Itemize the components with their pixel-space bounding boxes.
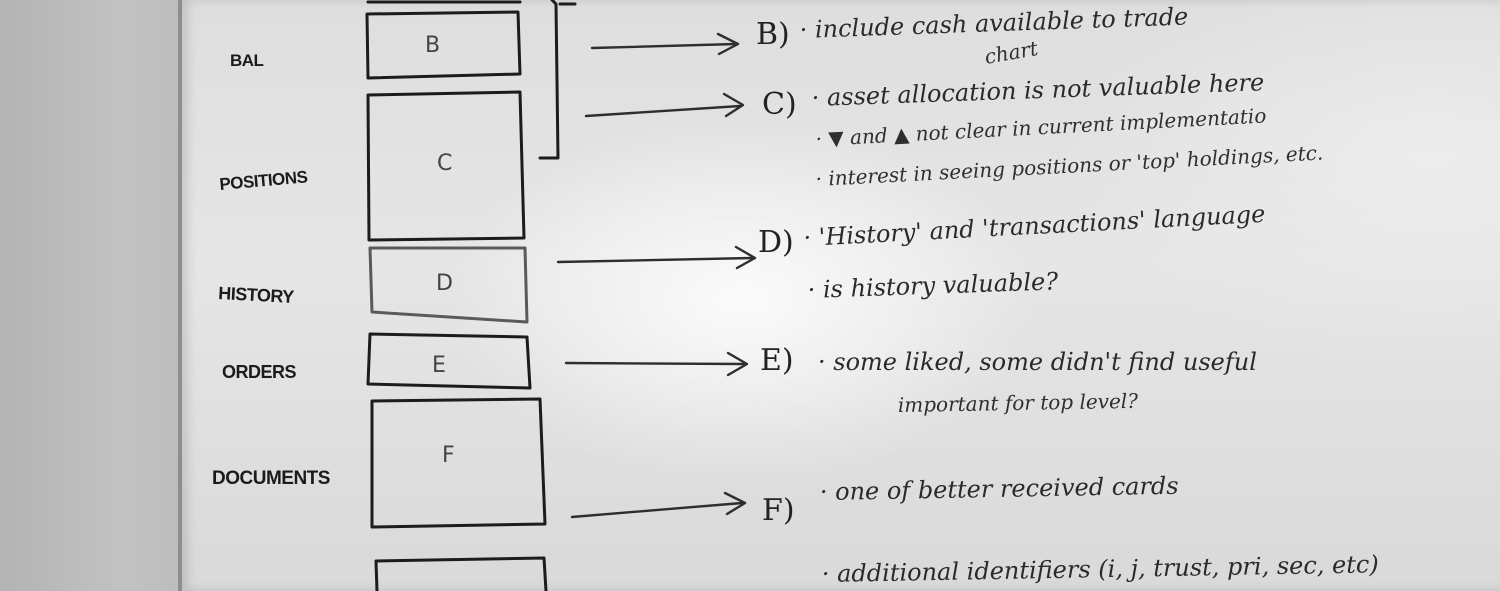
bracket [538, 0, 560, 160]
note-c-line-3: · interest in seeing positions or 'top' … [815, 140, 1324, 191]
note-d-line-1: · 'History' and 'transactions' language [803, 200, 1266, 252]
note-b-marker: B) [756, 17, 790, 52]
note-f-line-2: · additional identifiers (i, j, trust, p… [822, 550, 1379, 588]
box-f [370, 397, 547, 529]
box-e [366, 332, 532, 390]
note-c-marker: C) [762, 87, 797, 122]
box-b [365, 10, 522, 80]
box-e-letter: E [432, 353, 446, 378]
wall-background [0, 0, 180, 591]
note-d-line-2: · is history valuable? [807, 267, 1058, 304]
arrow-e [564, 351, 749, 377]
box-b-letter: B [425, 33, 440, 58]
label-documents: DOCUMENTS [212, 468, 330, 489]
label-history: HISTORY [218, 283, 295, 307]
arrow-c [584, 92, 745, 118]
label-bal: BAL [230, 51, 264, 70]
whiteboard [178, 0, 1500, 591]
box-f-letter: F [442, 443, 455, 468]
note-d-marker: D) [758, 225, 794, 260]
arrow-f [570, 491, 747, 519]
label-orders: ORDERS [222, 362, 297, 382]
box-c [366, 90, 526, 242]
box-g-partial [374, 556, 548, 591]
note-c-line-1: · asset allocation is not valuable here [811, 68, 1264, 112]
arrow-d [556, 245, 757, 270]
note-e-marker: E) [760, 343, 794, 378]
label-positions: POSITIONS [219, 167, 309, 194]
box-c-letter: C [437, 151, 452, 176]
note-c-line-2: · ▼ and ▲ not clear in current implement… [815, 103, 1267, 151]
note-b-line-1: · include cash available to trade [799, 2, 1188, 44]
arrow-b [590, 32, 740, 56]
note-e-line-2: important for top level? [898, 389, 1139, 417]
note-f-marker: F) [762, 493, 795, 528]
note-f-line-1: · one of better received cards [820, 472, 1179, 506]
note-c-insert: chart [983, 36, 1041, 69]
box-d-letter: D [436, 271, 453, 296]
note-e-line-1: · some liked, some didn't find useful [818, 348, 1257, 376]
box-d [368, 246, 529, 324]
